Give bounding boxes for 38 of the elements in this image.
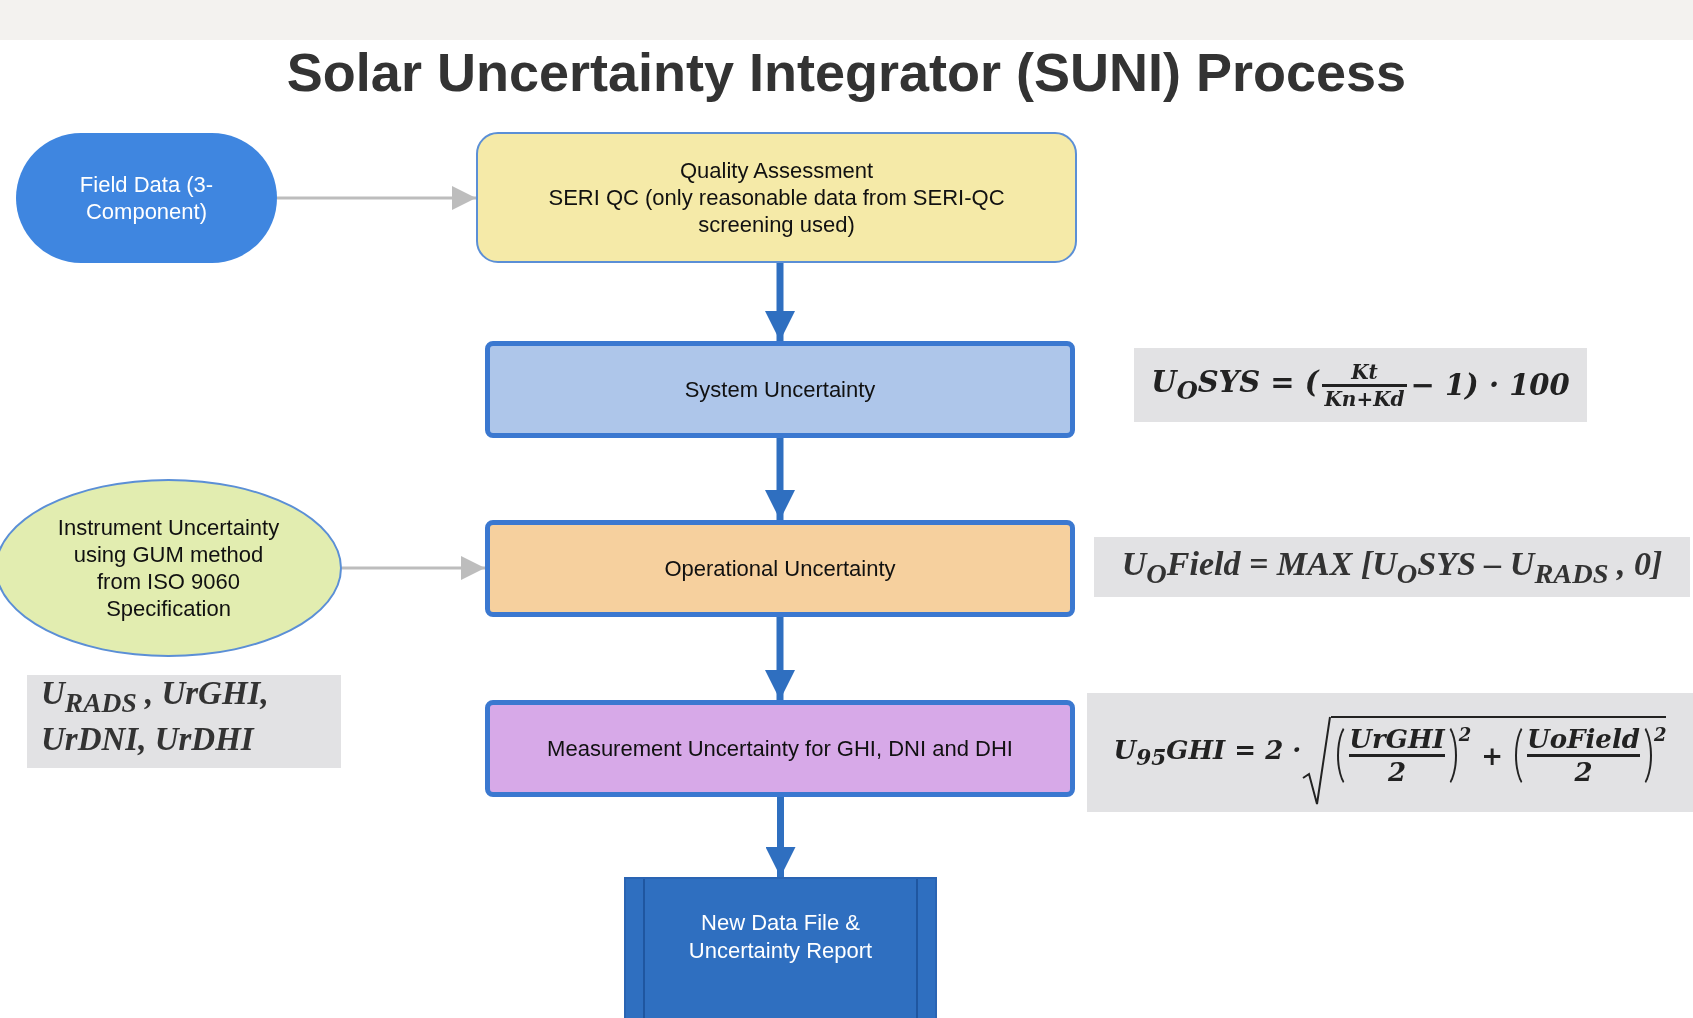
- denominator: 2: [1527, 754, 1640, 787]
- arrow: [342, 556, 485, 580]
- node-text: Instrument Uncertainty using GUM method from ISO 9060 Specification: [56, 514, 281, 622]
- formula-text: U$_{O}$Field = MAX [U$_{O}$SYS – U$_{RADS}$ , 0]: [1121, 544, 1663, 590]
- exponent: 2: [1458, 724, 1472, 745]
- node-text: Field Data (3-Component): [78, 171, 215, 225]
- process-box: [485, 700, 1075, 797]
- process-box: [485, 520, 1075, 617]
- process-box: [485, 341, 1075, 438]
- formula-text: U$_{RADS}$ , UrGHI, UrDNI, UrDHI: [41, 675, 270, 757]
- numerator: UrGHI: [1349, 724, 1445, 754]
- node-text: Measurement Uncertainty for GHI, DNI and DHI: [547, 735, 1013, 762]
- node-text: Operational Uncertainty: [664, 555, 896, 582]
- formula-text: − 1) · 100: [1410, 368, 1570, 402]
- title: Solar Uncertainty Integrator (SUNI) Process: [285, 41, 1408, 104]
- output-box: [624, 877, 937, 1018]
- node-text: System Uncertainty: [684, 376, 876, 403]
- numerator: UoField: [1527, 724, 1640, 754]
- arrow: [277, 186, 476, 210]
- exponent: 2: [1653, 724, 1667, 745]
- formula-box: [1134, 348, 1587, 422]
- arrow: [765, 438, 795, 520]
- arrow: [765, 797, 796, 877]
- formula-box: [27, 675, 341, 768]
- arrow: [765, 617, 795, 700]
- formula-text: U$_{95}$GHI = 2 ·: [1113, 734, 1302, 771]
- arrow: [765, 263, 795, 341]
- node-text: SERI QC (only reasonable data from SERI-QC screening used): [547, 184, 1006, 238]
- node-text: New Data File & Uncertainty Report: [687, 909, 874, 965]
- formula-box: [1094, 537, 1690, 597]
- numerator: Kt: [1350, 359, 1379, 384]
- formula-box: [1087, 693, 1693, 812]
- process-box: [476, 132, 1077, 263]
- node-heading: Quality Assessment: [679, 157, 874, 184]
- denominator: Kn+Kd: [1322, 383, 1407, 411]
- denominator: 2: [1349, 754, 1445, 787]
- formula-text: U$_{O}$SYS = (: [1151, 365, 1319, 405]
- formula-text: +: [1481, 740, 1503, 771]
